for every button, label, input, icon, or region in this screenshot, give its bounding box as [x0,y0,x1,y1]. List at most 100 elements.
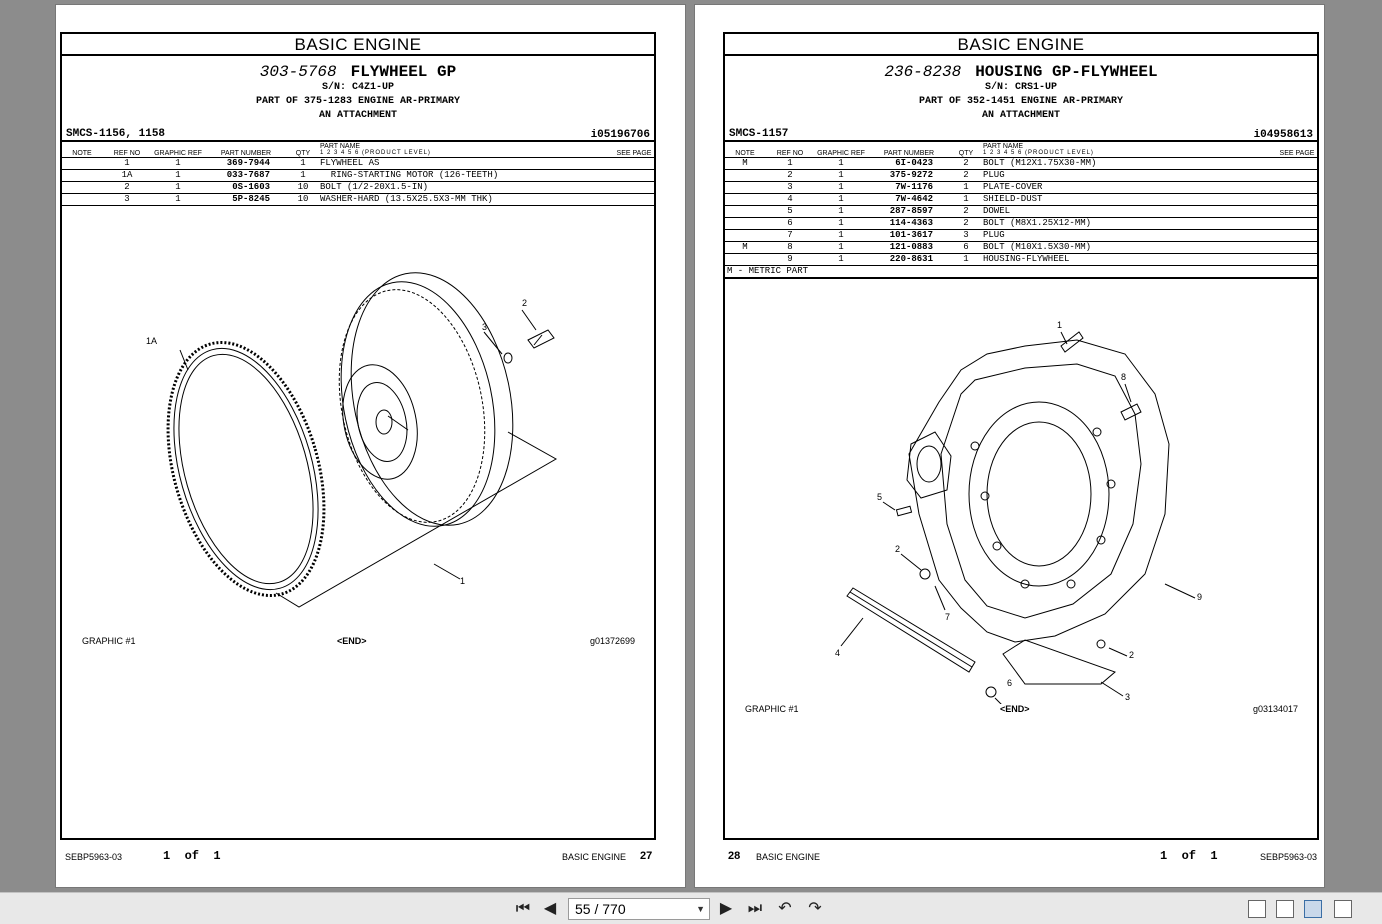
single-page-view-icon[interactable] [1248,900,1266,918]
row-part-name: BOLT (1/2-20X1.5-IN) [318,181,614,194]
col-qty: QTY [951,142,981,158]
two-page-continuous-view-icon[interactable] [1334,900,1352,918]
row-see-page [1277,253,1317,266]
row-part-number: 5P-8245 [204,193,288,206]
row-qty: 2 [951,217,981,230]
callout-1a: 1A [146,336,157,346]
go-forward-icon[interactable]: ↷ [808,900,822,917]
callout-8: 8 [1121,372,1126,382]
doc-id: SEBP5963-03 [1260,852,1318,862]
callout-2a: 2 [895,544,900,554]
row-see-page [614,181,654,194]
row-qty: 2 [951,169,981,182]
row-qty: 10 [288,193,318,206]
page-of: 1 of 1 [1160,849,1218,863]
row-graphic-ref: 1 [815,181,867,194]
callout-2: 2 [522,298,527,308]
col-part-number: PART NUMBER [204,142,288,158]
row-part-number: 6I-0423 [867,157,951,170]
attachment: AN ATTACHMENT [981,110,1060,121]
attachment: AN ATTACHMENT [318,110,397,121]
row-see-page [1277,205,1317,218]
row-ref: 3 [102,193,152,206]
graphic-id: g01372699 [590,636,636,646]
row-ref: 5 [765,205,815,218]
row-graphic-ref: 1 [815,157,867,170]
row-ref: 7 [765,229,815,242]
row-see-page [1277,169,1317,182]
callout-4: 4 [835,648,840,658]
row-graphic-ref: 1 [815,169,867,182]
row-graphic-ref: 1 [815,241,867,254]
col-ref: REF NO [102,142,152,158]
footer-section: BASIC ENGINE [562,852,627,862]
page-number: 27 [640,850,653,862]
row-graphic-ref: 1 [815,193,867,206]
group-name: HOUSING GP-FLYWHEEL [975,63,1158,81]
callout-9: 9 [1197,592,1202,602]
continuous-view-icon[interactable] [1276,900,1294,918]
row-graphic-ref: 1 [152,157,204,170]
flywheel-drawing: 1A 2 3 1 [146,272,558,608]
footer-section: BASIC ENGINE [756,852,821,862]
next-page-icon[interactable]: ▶ [719,900,733,917]
row-see-page [614,193,654,206]
serial-range: S/N: C4Z1-UP [321,82,394,93]
go-back-icon[interactable]: ↶ [778,900,792,917]
row-part-number: 7W-4642 [867,193,951,206]
col-see-page: SEE PAGE [614,142,654,158]
metric-footnote: M - METRIC PART [725,266,1317,279]
col-qty: QTY [288,142,318,158]
col-note: NOTE [62,142,102,158]
row-part-name: BOLT (M10X1.5X30-MM) [981,241,1277,254]
row-see-page [1277,193,1317,206]
col-graphic: GRAPHIC REF [815,142,867,158]
row-graphic-ref: 1 [152,181,204,194]
row-note [725,169,765,182]
row-graphic-ref: 1 [815,205,867,218]
row-part-name: DOWEL [981,205,1277,218]
last-page-icon[interactable]: ⏭ [747,900,763,917]
row-note [62,157,102,170]
row-part-name: SHIELD-DUST [981,193,1277,206]
row-part-name: FLYWHEEL AS [318,157,614,170]
first-page-icon[interactable]: ⏮ [515,900,531,917]
row-note [62,169,102,182]
serial-range: S/N: CRS1-UP [984,82,1057,93]
row-note [725,193,765,206]
row-part-number: 101-3617 [867,229,951,242]
graphic-id: g03134017 [1253,704,1299,714]
row-qty: 10 [288,181,318,194]
row-ref: 2 [765,169,815,182]
row-note [725,217,765,230]
two-page-view-icon[interactable] [1304,900,1322,918]
previous-page-icon[interactable]: ◀ [543,900,557,917]
col-ref: REF NO [765,142,815,158]
part-of: PART OF 375-1283 ENGINE AR-PRIMARY [255,96,461,107]
row-ref: 9 [765,253,815,266]
row-note [725,253,765,266]
row-note [725,181,765,194]
row-part-number: 287-8597 [867,205,951,218]
smcs-bar: SMCS-1156, 1158 i05196706 [62,128,654,142]
row-ref: 4 [765,193,815,206]
row-see-page [614,169,654,182]
row-see-page [614,157,654,170]
chevron-down-icon[interactable]: ▼ [696,904,705,914]
housing-drawing: 1 8 5 2 7 4 9 2 3 [835,320,1202,704]
page-number-input[interactable]: 55 / 770 ▼ [568,898,710,920]
row-ref: 3 [765,181,815,194]
row-part-name: HOUSING-FLYWHEEL [981,253,1277,266]
page-of: 1 of 1 [163,849,221,863]
